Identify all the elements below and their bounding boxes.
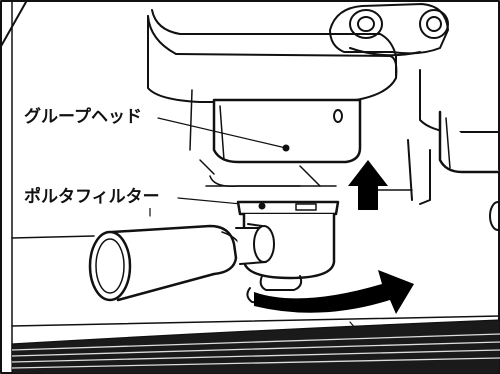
drip-tray xyxy=(11,319,500,374)
counter-line xyxy=(11,235,95,239)
valve-knobs xyxy=(329,3,449,57)
group-head-right xyxy=(407,69,500,231)
spout xyxy=(246,275,303,305)
up-arrow xyxy=(348,160,388,210)
leader-group-head xyxy=(157,117,287,149)
label-portafilter: ポルタフィルター xyxy=(22,186,162,208)
portafilter-handle xyxy=(88,205,275,302)
group-head-housing xyxy=(147,9,398,151)
rotate-right-arrow xyxy=(254,270,414,314)
group-head xyxy=(212,98,362,164)
label-group-head: グループヘッド xyxy=(22,106,144,128)
machine-edge-left xyxy=(0,1,27,49)
drip-tray-edge xyxy=(11,315,500,327)
gasket xyxy=(199,159,337,188)
